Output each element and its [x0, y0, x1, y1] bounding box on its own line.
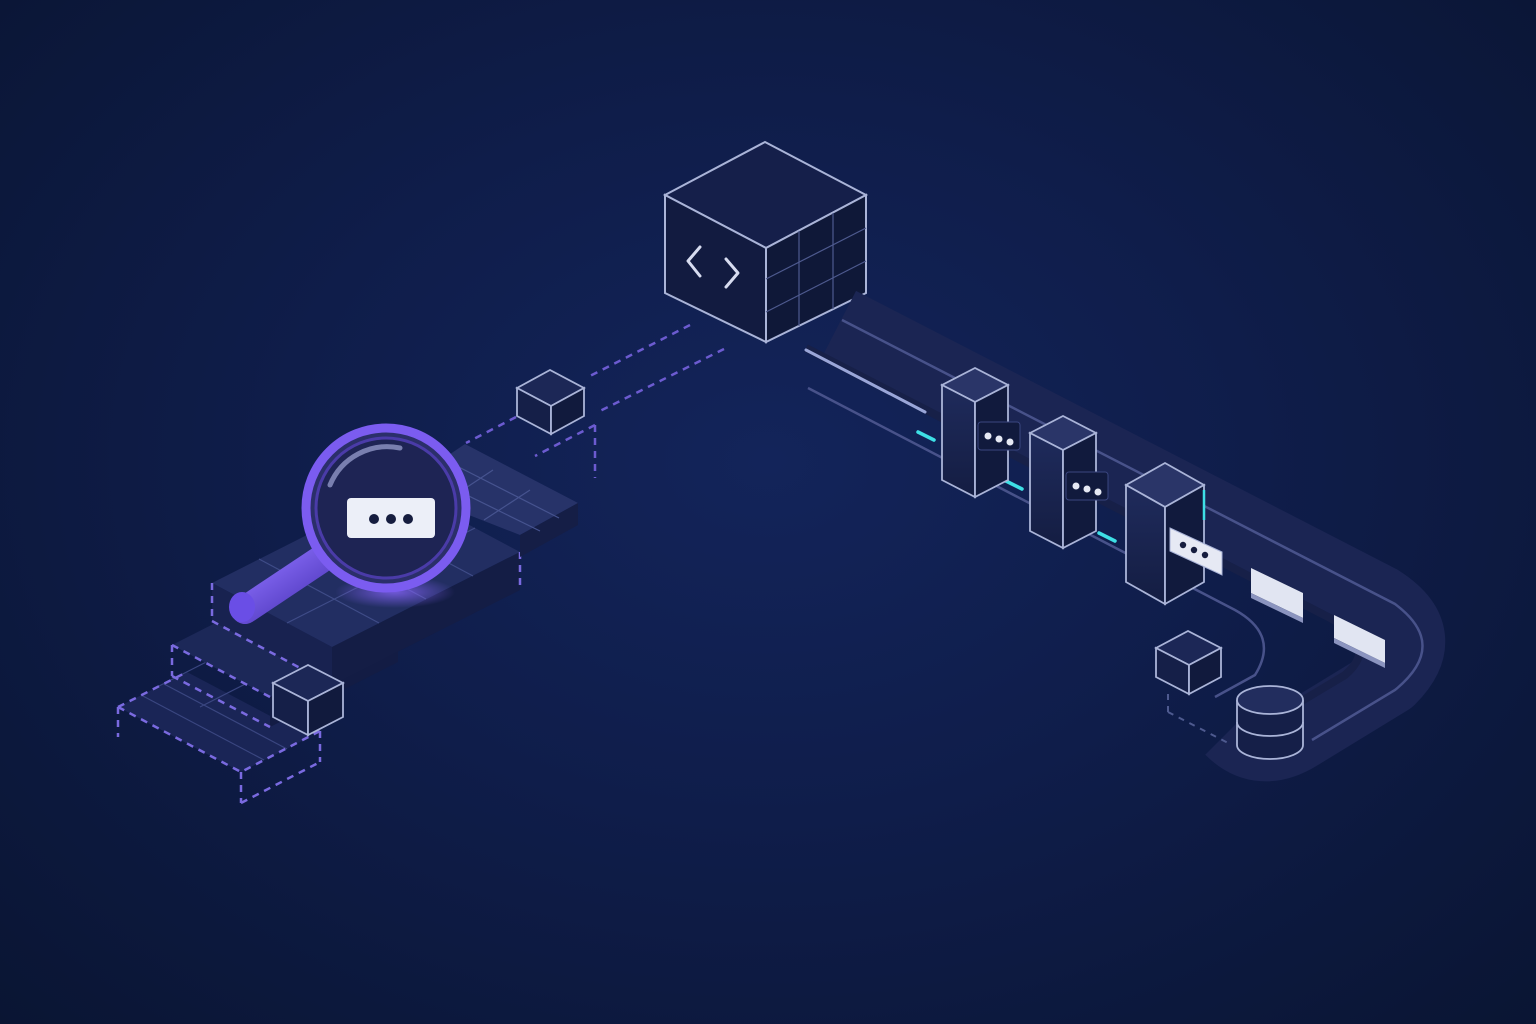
ellipsis-icon [1065, 471, 1109, 501]
pillar-gate-3 [1124, 461, 1206, 606]
small-cube-lower-left [271, 663, 345, 737]
ellipsis-icon [977, 421, 1021, 451]
ellipsis-icon [347, 498, 435, 538]
small-cube-upper-left [515, 368, 586, 436]
data-card [1334, 615, 1385, 668]
code-cube [662, 140, 869, 344]
pipeline-track [804, 290, 1446, 782]
dashed-connector-right [1167, 694, 1231, 745]
dashed-connector-left [465, 323, 725, 478]
small-cube-lower-right [1154, 629, 1223, 696]
ellipsis-icon [1169, 527, 1223, 576]
code-brackets-icon [686, 245, 740, 289]
motion-lines [804, 348, 1117, 543]
database-icon [1236, 685, 1304, 760]
data-card [1251, 568, 1303, 623]
